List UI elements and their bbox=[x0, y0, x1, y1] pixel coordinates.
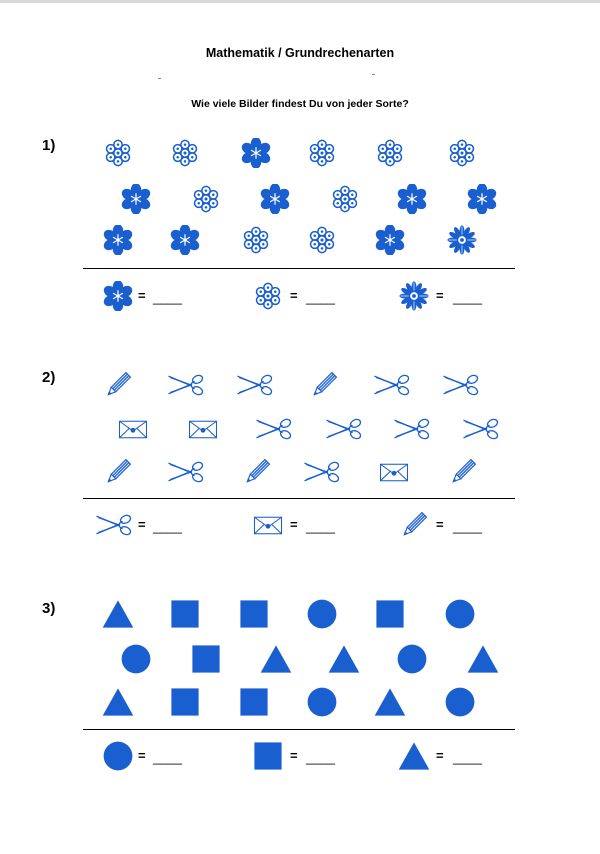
square-icon bbox=[252, 740, 284, 772]
snowflake-filled-icon bbox=[241, 138, 271, 168]
pencil-icon bbox=[102, 456, 134, 488]
instruction-text: Wie viele Bilder findest Du von jeder So… bbox=[191, 98, 409, 110]
envelope-icon bbox=[118, 419, 148, 440]
flower-outline-icon bbox=[331, 185, 359, 213]
snowflake-filled-icon bbox=[397, 184, 427, 214]
answer-blank[interactable]: ____ bbox=[306, 750, 335, 765]
flower-outline-icon bbox=[376, 139, 404, 167]
separator-line bbox=[83, 729, 515, 730]
circle-icon bbox=[444, 598, 476, 630]
snowflake-filled-icon bbox=[170, 225, 200, 255]
square-icon bbox=[238, 598, 270, 630]
snowflake-filled-icon bbox=[260, 184, 290, 214]
triangle-icon bbox=[396, 739, 432, 773]
circle-icon bbox=[102, 740, 134, 772]
square-icon bbox=[169, 598, 201, 630]
envelope-icon bbox=[253, 515, 283, 536]
flower-outline-icon bbox=[242, 226, 270, 254]
scissors-icon bbox=[95, 512, 137, 538]
scissors-icon bbox=[167, 372, 209, 398]
triangle-icon bbox=[465, 642, 501, 676]
scan-speck bbox=[372, 74, 375, 75]
pencil-icon bbox=[241, 456, 273, 488]
scissors-icon bbox=[255, 416, 297, 442]
scissors-icon bbox=[393, 416, 435, 442]
scissors-icon bbox=[462, 416, 504, 442]
circle-icon bbox=[396, 643, 428, 675]
envelope-icon bbox=[188, 419, 218, 440]
envelope-icon bbox=[379, 462, 409, 483]
equals-sign: = bbox=[290, 748, 298, 763]
daisy-icon bbox=[399, 281, 429, 311]
square-icon bbox=[374, 598, 406, 630]
snowflake-filled-icon bbox=[467, 184, 497, 214]
circle-icon bbox=[120, 643, 152, 675]
equals-sign: = bbox=[138, 517, 146, 532]
separator-line bbox=[83, 268, 515, 269]
answer-blank[interactable]: ____ bbox=[153, 750, 182, 765]
scissors-icon bbox=[442, 372, 484, 398]
pencil-icon bbox=[398, 509, 430, 541]
scissors-icon bbox=[167, 459, 209, 485]
scissors-icon bbox=[236, 372, 278, 398]
answer-blank[interactable]: ____ bbox=[306, 519, 335, 534]
exercise-number: 2) bbox=[42, 369, 56, 386]
triangle-icon bbox=[326, 642, 362, 676]
snowflake-filled-icon bbox=[121, 184, 151, 214]
answer-blank[interactable]: ____ bbox=[453, 290, 482, 305]
page-title: Mathematik / Grundrechenarten bbox=[205, 46, 395, 60]
square-icon bbox=[238, 686, 270, 718]
square-icon bbox=[169, 686, 201, 718]
snowflake-filled-icon bbox=[375, 225, 405, 255]
square-icon bbox=[190, 643, 222, 675]
scan-speck bbox=[158, 78, 161, 79]
exercise-number: 3) bbox=[42, 600, 56, 617]
triangle-icon bbox=[100, 597, 136, 631]
exercise-number: 1) bbox=[42, 137, 56, 154]
equals-sign: = bbox=[138, 748, 146, 763]
equals-sign: = bbox=[290, 288, 298, 303]
top-edge-bar bbox=[0, 0, 600, 3]
equals-sign: = bbox=[436, 517, 444, 532]
triangle-icon bbox=[258, 642, 294, 676]
equals-sign: = bbox=[290, 517, 298, 532]
equals-sign: = bbox=[138, 288, 146, 303]
flower-outline-icon bbox=[171, 139, 199, 167]
flower-outline-icon bbox=[104, 139, 132, 167]
answer-blank[interactable]: ____ bbox=[453, 519, 482, 534]
snowflake-filled-icon bbox=[103, 281, 133, 311]
flower-outline-icon bbox=[254, 282, 282, 310]
scissors-icon bbox=[325, 416, 367, 442]
circle-icon bbox=[306, 686, 338, 718]
separator-line bbox=[83, 498, 515, 499]
triangle-icon bbox=[372, 685, 408, 719]
circle-icon bbox=[306, 598, 338, 630]
flower-outline-icon bbox=[192, 185, 220, 213]
circle-icon bbox=[444, 686, 476, 718]
snowflake-filled-icon bbox=[103, 225, 133, 255]
pencil-icon bbox=[447, 456, 479, 488]
flower-outline-icon bbox=[308, 139, 336, 167]
scissors-icon bbox=[303, 459, 345, 485]
answer-blank[interactable]: ____ bbox=[153, 290, 182, 305]
equals-sign: = bbox=[436, 288, 444, 303]
pencil-icon bbox=[102, 369, 134, 401]
flower-outline-icon bbox=[308, 226, 336, 254]
answer-blank[interactable]: ____ bbox=[306, 290, 335, 305]
answer-blank[interactable]: ____ bbox=[153, 519, 182, 534]
daisy-icon bbox=[447, 225, 477, 255]
triangle-icon bbox=[100, 685, 136, 719]
scissors-icon bbox=[373, 372, 415, 398]
answer-blank[interactable]: ____ bbox=[453, 750, 482, 765]
equals-sign: = bbox=[436, 748, 444, 763]
pencil-icon bbox=[308, 369, 340, 401]
flower-outline-icon bbox=[448, 139, 476, 167]
